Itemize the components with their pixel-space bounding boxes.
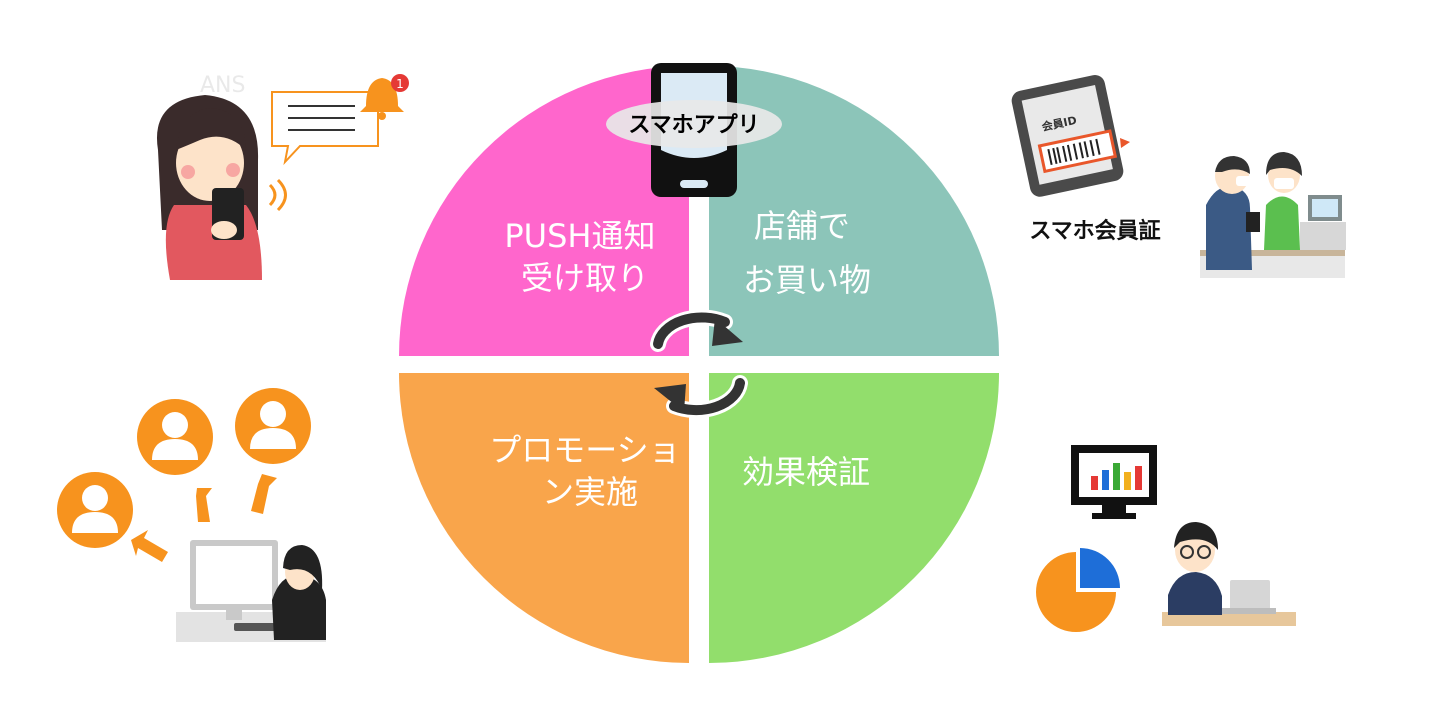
quadrant-analysis-label: 効果検証 <box>742 453 870 491</box>
quadrant-promotion-label: プロモーショ ン実施 <box>489 431 691 511</box>
pie-chart-icon <box>1036 548 1120 632</box>
woman-with-phone-illustration: ANS 1 <box>156 73 409 280</box>
user-avatar-icon <box>235 388 311 464</box>
cycle-arrow-bottom-icon <box>654 375 748 419</box>
app-label-oval <box>606 100 782 148</box>
membership-card-label-wrap: スマホ会員証 <box>1029 219 1161 244</box>
user-avatar-icon <box>57 472 133 548</box>
broadcast-arrow-icon <box>131 474 277 562</box>
promotion-broadcast-illustration <box>57 388 326 642</box>
quadrant-promotion <box>399 373 689 663</box>
membership-card-label: スマホ会員証 <box>1029 219 1161 244</box>
quadrant-push <box>399 66 689 356</box>
quadrant-store-label: 店舗で お買い物 <box>743 207 871 299</box>
analysis-illustration <box>1036 445 1296 632</box>
svg-text:1: 1 <box>396 77 404 91</box>
svg-text:ANS: ANS <box>200 73 245 98</box>
bar-chart-monitor-icon <box>1071 445 1157 519</box>
app-label: スマホアプリ <box>628 113 759 138</box>
cycle-arrow-top-icon <box>650 309 743 352</box>
store-checkout-illustration <box>1200 152 1346 278</box>
user-avatar-icon <box>137 399 213 475</box>
quadrant-push-label: PUSH通知 受け取り <box>504 217 665 297</box>
quadrant-analysis <box>709 373 999 663</box>
quadrant-store <box>709 66 999 356</box>
membership-card-phone-icon: 会員ID <box>1011 75 1130 197</box>
